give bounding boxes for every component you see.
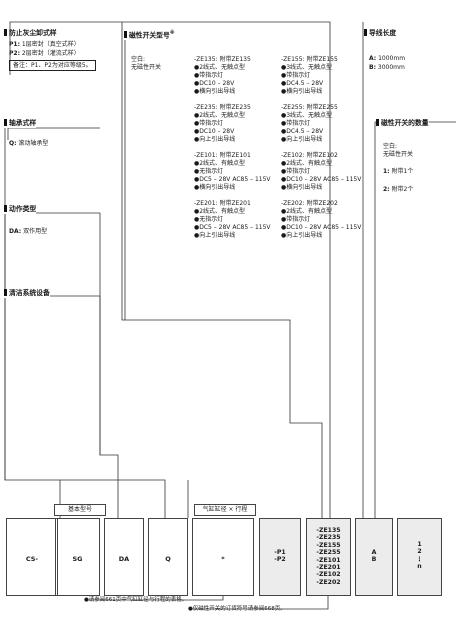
bore-stroke-label: 气缸缸径 × 行程 (194, 504, 256, 516)
switch-group-ze202: -ZE202: 附带ZE202 ●2线式、有触点型 ●带指示灯 ●DC10 – … (281, 200, 362, 239)
switch-group-ze235: -ZE235: 附带ZE235 ●2线式、无触点型 ●带指示灯 ●DC10 – … (194, 104, 251, 143)
code-cell-bore: * (192, 518, 254, 596)
bearing-item: Q: 滚动轴承型 (9, 140, 49, 147)
qty-blank-text: 无磁性开关 (383, 151, 414, 158)
code-cell-dust: -P1 -P2 (259, 518, 301, 596)
switch-group-ze135: -ZE135: 附带ZE135 ●2线式、无触点型 ●带指示灯 ●DC10 – … (194, 56, 251, 95)
dust-item-p1: P1: 1层密封（真空式样） (9, 41, 80, 48)
code-cell-sg: SG (55, 518, 100, 596)
switch-group-ze201: -ZE201: 附带ZE201 ●2线式、有触点型 ●无指示灯 ●DC5 – 2… (194, 200, 271, 239)
code-cell-switch: -ZE135 -ZE235 -ZE155 -ZE255 -ZE101 -ZE20… (306, 518, 351, 596)
basic-model-label: 基本型号 (54, 504, 106, 516)
footnote-bore-table: ●请参阅661页中气缸缸径与行程的表格。 (84, 597, 188, 603)
qty-heading: 磁性开关的数量 (376, 119, 429, 128)
lead-item-b: B: 3000mm (369, 64, 405, 71)
dust-item-p2: P2: 2层密封（灌流式样） (9, 50, 80, 57)
switch-heading: 磁性开关型号※ (124, 29, 175, 41)
switch-blank-title: 空白: (131, 56, 146, 63)
bearing-heading: 轴承式样 (4, 119, 37, 128)
action-heading: 动作类型 (4, 205, 37, 214)
qty-blank-title: 空白: (383, 143, 398, 150)
action-item: DA: 双作用型 (9, 228, 48, 235)
switch-blank-text: 无磁性开关 (131, 64, 162, 71)
switch-group-ze102: -ZE102: 附带ZE102 ●2线式、有触点型 ●带指示灯 ●DC10 – … (281, 152, 362, 191)
qty-item-1: 1: 附带1个 (383, 168, 414, 175)
code-cell-q: Q (148, 518, 188, 596)
lead-heading: 导线长度 (364, 29, 397, 38)
dust-note: 备注：P1、P2为对应等级5。 (9, 60, 96, 71)
lead-item-a: A: 1000mm (369, 55, 406, 62)
switch-group-ze155: -ZE155: 附带ZE155 ●3线式、无触点型 ●带指示灯 ●DC4.5 –… (281, 56, 338, 95)
switch-group-ze255: -ZE255: 附带ZE255 ●3线式、无触点型 ●带指示灯 ●DC4.5 –… (281, 104, 338, 143)
code-cell-lead: A B (355, 518, 393, 596)
code-cell-da: DA (104, 518, 144, 596)
qty-item-2: 2: 附带2个 (383, 186, 414, 193)
code-cell-qty: 1 2 ⋮ n (397, 518, 442, 596)
clean-heading: 清洁系统设备 (4, 289, 50, 298)
switch-group-ze101: -ZE101: 附带ZE101 ●2线式、有触点型 ●无指示灯 ●DC5 – 2… (194, 152, 271, 191)
code-cell-cs: CS- (6, 518, 58, 596)
dust-heading: 防止灰尘卸式样 (4, 29, 57, 38)
footnote-switch-only: ●仅磁性开关的订货符号请参阅668页。 (188, 606, 286, 612)
